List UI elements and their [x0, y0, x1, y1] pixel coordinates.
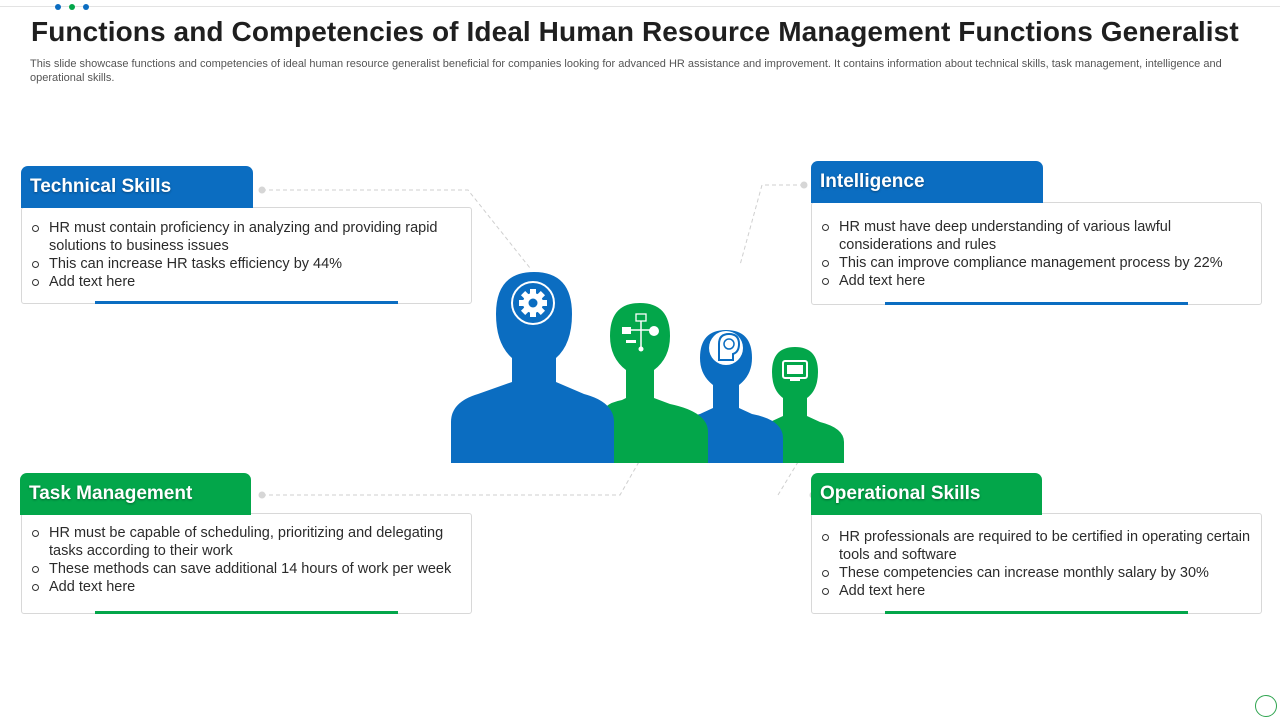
flowchart-icon — [622, 313, 659, 352]
list-item: HR must contain proficiency in analyzing… — [22, 219, 471, 255]
people-silhouettes-illustration — [451, 272, 844, 463]
card-accent-bar — [95, 301, 398, 304]
list-item: HR must be capable of scheduling, priori… — [22, 524, 471, 560]
corner-decoration — [1255, 695, 1277, 717]
task-management-heading: Task Management — [20, 473, 251, 515]
list-item: These competencies can increase monthly … — [812, 564, 1261, 582]
page-subtitle: This slide showcase functions and compet… — [30, 58, 1222, 84]
top-divider — [0, 6, 1280, 7]
decorative-dots — [55, 4, 89, 10]
list-item: This can increase HR tasks efficiency by… — [22, 255, 471, 273]
intelligence-heading: Intelligence — [811, 161, 1043, 203]
list-item: Add text here — [812, 272, 1261, 290]
list-item: HR must have deep understanding of vario… — [812, 218, 1261, 254]
task-management-card: HR must be capable of scheduling, priori… — [21, 513, 472, 614]
list-item: This can improve compliance management p… — [812, 254, 1261, 272]
operational-skills-heading: Operational Skills — [811, 473, 1042, 515]
intelligence-card: HR must have deep understanding of vario… — [811, 202, 1262, 305]
list-item: Add text here — [22, 578, 471, 596]
page-title: Functions and Competencies of Ideal Huma… — [31, 16, 1239, 47]
technical-skills-card: HR must contain proficiency in analyzing… — [21, 207, 472, 304]
monitor-icon — [782, 360, 808, 381]
card-accent-bar — [95, 611, 398, 614]
card-accent-bar — [885, 611, 1188, 614]
list-item: Add text here — [812, 582, 1261, 600]
list-item: Add text here — [22, 273, 471, 291]
list-item: These methods can save additional 14 hou… — [22, 560, 471, 578]
card-accent-bar — [885, 302, 1188, 305]
list-item: HR professionals are required to be cert… — [812, 528, 1261, 564]
person-silhouette — [451, 272, 614, 463]
brain-icon — [709, 331, 743, 365]
gear-icon — [511, 281, 555, 325]
technical-skills-heading: Technical Skills — [21, 166, 253, 208]
operational-skills-card: HR professionals are required to be cert… — [811, 513, 1262, 614]
